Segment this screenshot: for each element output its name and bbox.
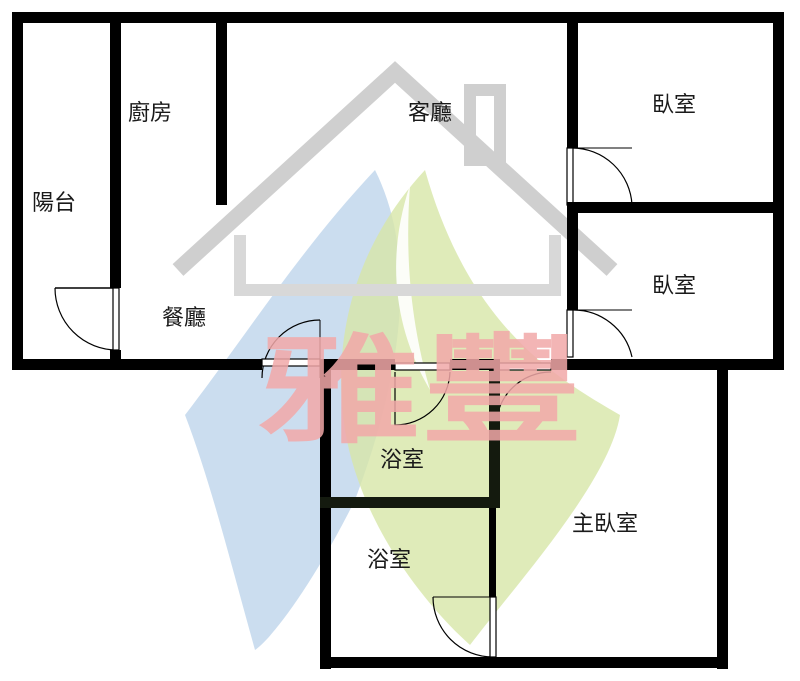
room-label-bedroom-1: 臥室 [652,93,696,118]
watermark-logo [172,61,620,650]
walls [12,12,784,669]
wall-bath-vertical-lower [489,507,496,597]
wall-lower-left [320,359,331,669]
room-label-bathroom-2: 浴室 [367,548,411,573]
bedroom-1-door [566,147,633,206]
room-label-dining-room: 餐廳 [162,306,206,331]
wall-bottom-left [12,359,262,370]
room-label-bathroom-1: 浴室 [380,448,424,473]
wall-bottom-mid [320,359,395,370]
wall-between-bedrooms [567,202,784,213]
wall-left [12,12,23,370]
room-label-master-bedroom: 主臥室 [572,512,638,537]
room-label-bedroom-2: 臥室 [652,274,696,299]
watermark-text: 雅豐 [258,321,583,460]
room-label-kitchen: 廚房 [128,101,172,126]
wall-balcony-partition [110,12,121,288]
wall-bedroom-column-mid [567,205,578,310]
wall-kitchen-stub [216,12,227,205]
watermark-house-chimney [464,84,506,166]
doors [54,147,633,658]
wall-bedroom-column [567,12,578,148]
room-labels: 陽台 廚房 客廳 餐廳 臥室 臥室 浴室 浴室 主臥室 [32,93,696,573]
wall-bottom-right [551,359,784,370]
wall-balcony-partition-low [110,350,121,370]
wall-top [12,12,784,23]
watermark-house-walls [234,235,561,296]
watermark-house-outline [172,61,618,276]
wall-lower-bottom [320,657,728,668]
wall-lower-right [717,359,728,669]
watermark-swoosh [396,185,430,390]
wall-bath-vertical-upper [489,359,500,507]
room-label-balcony: 陽台 [32,191,76,216]
balcony-door [54,287,120,351]
wall-bath-horizontal [320,497,500,508]
bath-wall-tint [320,370,500,508]
wall-bottom-mid2 [450,359,496,370]
room-label-living-room: 客廳 [408,101,452,126]
wall-right-upper [773,12,784,370]
